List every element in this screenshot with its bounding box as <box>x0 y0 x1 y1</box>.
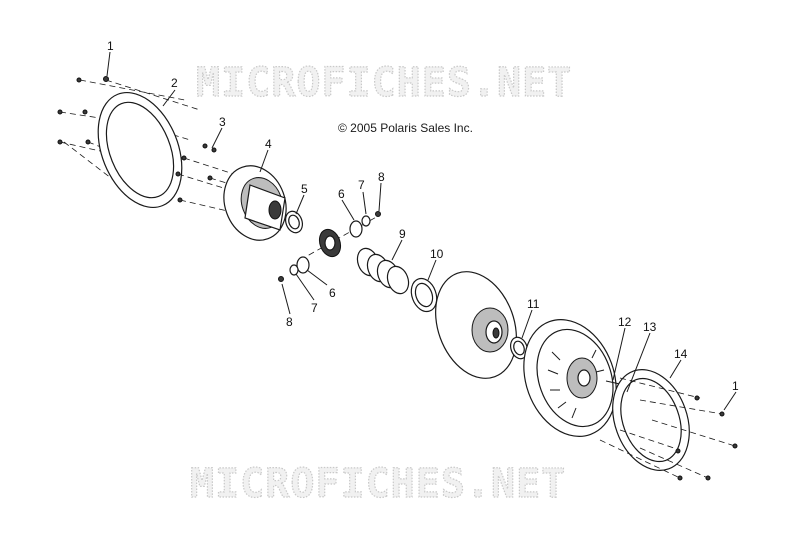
callout-11: 11 <box>527 297 540 311</box>
callout-8-top: 8 <box>378 170 385 184</box>
callout-1-bottom: 1 <box>732 379 739 393</box>
callout-leaders <box>106 51 737 411</box>
callout-6-top: 6 <box>338 187 345 201</box>
watermark-bottom: MICROFICHES.NET <box>190 461 566 507</box>
callout-6-bottom: 6 <box>329 286 336 300</box>
callout-7-bottom: 7 <box>311 301 318 315</box>
washer-ring <box>410 277 438 313</box>
callout-5: 5 <box>301 182 308 196</box>
callout-2: 2 <box>171 76 178 90</box>
callout-9: 9 <box>399 227 406 241</box>
watermark-top: MICROFICHES.NET <box>196 60 572 106</box>
cover-housing <box>223 165 287 241</box>
center-hub-assembly <box>278 211 381 282</box>
seal-ring <box>284 210 304 234</box>
gasket-ring-right <box>612 369 690 471</box>
callout-13: 13 <box>643 320 657 334</box>
screw-set-right <box>599 377 738 481</box>
callout-1-top: 1 <box>107 39 114 53</box>
callout-7-top: 7 <box>358 178 365 192</box>
spring <box>356 247 410 295</box>
callout-8-bottom: 8 <box>286 315 293 329</box>
copyright-text: © 2005 Polaris Sales Inc. <box>338 121 473 135</box>
callout-14: 14 <box>674 347 688 361</box>
retaining-ring <box>509 336 529 360</box>
gasket-ring-left <box>97 91 183 209</box>
callout-4: 4 <box>265 137 272 151</box>
sheave-disc <box>435 271 517 379</box>
callout-3: 3 <box>219 115 226 129</box>
callout-12: 12 <box>618 315 632 329</box>
movable-sheave <box>523 319 617 437</box>
callout-labels: 1 2 3 4 5 6 7 8 9 10 6 7 8 11 12 13 14 1 <box>107 39 739 393</box>
callout-10: 10 <box>430 247 444 261</box>
